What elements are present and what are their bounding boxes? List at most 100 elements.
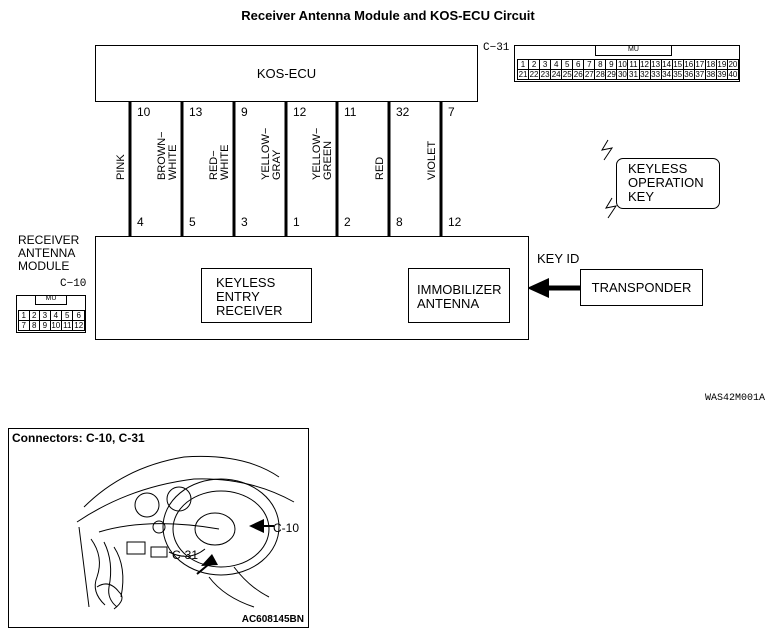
connector-pin: 1 xyxy=(516,59,530,70)
connector-pin: 13 xyxy=(649,59,662,70)
wire-top-pin: 32 xyxy=(396,105,410,119)
connector-pin: 1 xyxy=(18,310,30,321)
wire-top-pin: 13 xyxy=(189,105,203,119)
connector-pin: 27 xyxy=(583,69,596,80)
connector-pin: 25 xyxy=(561,69,574,80)
wire-color-label: VIOLET xyxy=(426,140,438,180)
connector-pin: 4 xyxy=(49,310,63,321)
connector-pin: 10 xyxy=(616,59,629,70)
transponder-label: TRANSPONDER xyxy=(591,280,692,295)
connector-pin: 2 xyxy=(528,59,541,70)
connector-pin: 19 xyxy=(715,59,728,70)
wire-top-pin: 11 xyxy=(344,105,357,119)
connectors-panel-title: Connectors: C-10, C-31 xyxy=(12,431,145,445)
connector-pin: 40 xyxy=(726,69,740,80)
connector-pin: 14 xyxy=(660,59,673,70)
connector-pin: 16 xyxy=(682,59,695,70)
connector-pin: 33 xyxy=(649,69,662,80)
connector-pin: 3 xyxy=(39,310,51,321)
connector-c31-id: C−31 xyxy=(483,42,510,54)
connector-pin: 23 xyxy=(539,69,552,80)
connector-pin: 26 xyxy=(572,69,585,80)
connector-pin: 22 xyxy=(528,69,541,80)
wire-bottom-pin: 4 xyxy=(137,215,144,229)
wire-color-label: RED xyxy=(374,156,386,180)
connector-pin: 2 xyxy=(28,310,41,321)
key-id-label: KEY ID xyxy=(537,251,580,266)
callout-c31: C-31 xyxy=(172,548,199,562)
wire-top-pin: 12 xyxy=(293,105,307,119)
wire-color-label: RED− WHITE xyxy=(208,144,231,180)
transponder-box: TRANSPONDER xyxy=(580,269,703,306)
arrow-left-icon xyxy=(527,278,549,298)
connector-pin: 9 xyxy=(39,320,51,331)
wire-bottom-pin: 2 xyxy=(344,215,351,229)
wire-color-label: PINK xyxy=(115,154,127,180)
dashboard-illustration xyxy=(76,455,295,610)
wire-bottom-pin: 12 xyxy=(448,215,462,229)
connector-pin: 8 xyxy=(28,320,41,331)
connector-pin: 5 xyxy=(561,59,574,70)
wire-top-pin: 9 xyxy=(241,105,248,119)
connector-pin: 7 xyxy=(18,320,30,331)
connectors-location-panel: Connectors: C-10, C-31 xyxy=(8,428,309,628)
connector-c10-id: C−10 xyxy=(60,278,87,290)
diagram-reference: WAS42M001A xyxy=(705,393,766,404)
connector-c31-tag: MU xyxy=(595,45,672,56)
arrow-c31-icon xyxy=(201,554,218,566)
connector-pin: 9 xyxy=(605,59,618,70)
connector-pin: 8 xyxy=(594,59,607,70)
connector-pin: 37 xyxy=(693,69,706,80)
kos-ecu-label: KOS-ECU xyxy=(256,66,317,81)
connector-pin: 35 xyxy=(671,69,684,80)
wire-color-label: YELLOW− GREEN xyxy=(311,127,334,180)
connector-pin: 38 xyxy=(704,69,717,80)
connector-pin: 28 xyxy=(594,69,607,80)
immobilizer-antenna-box: IMMOBILIZER ANTENNA xyxy=(408,268,510,323)
connector-pin: 5 xyxy=(61,310,74,321)
connector-pin: 11 xyxy=(61,320,74,331)
connector-pin: 4 xyxy=(550,59,563,70)
connector-pin: 21 xyxy=(516,69,530,80)
signal-bolt-icon xyxy=(600,139,614,161)
connector-pin: 7 xyxy=(583,59,596,70)
keyless-entry-receiver-box: KEYLESS ENTRY RECEIVER xyxy=(201,268,312,323)
wire-bottom-pin: 5 xyxy=(189,215,196,229)
connector-pin: 30 xyxy=(616,69,629,80)
connector-pin: 10 xyxy=(49,320,63,331)
arrow-c10-icon xyxy=(249,519,264,533)
connector-pin: 11 xyxy=(627,59,640,70)
panel-image-reference: AC608145BN xyxy=(241,614,304,625)
connector-pin: 6 xyxy=(572,59,585,70)
connector-pin: 32 xyxy=(638,69,651,80)
connector-pin: 34 xyxy=(660,69,673,80)
connector-pin: 20 xyxy=(726,59,740,70)
wire-bottom-pin: 1 xyxy=(293,215,300,229)
connector-pin: 15 xyxy=(671,59,684,70)
receiver-antenna-module-label: RECEIVER ANTENNA MODULE xyxy=(18,233,80,273)
wire-color-label: BROWN− WHITE xyxy=(156,131,179,180)
connector-pin: 29 xyxy=(605,69,618,80)
wire-top-pin: 10 xyxy=(137,105,151,119)
signal-bolt-icon xyxy=(604,197,618,219)
callout-c10: C-10 xyxy=(273,521,300,535)
connector-pin: 18 xyxy=(704,59,717,70)
connector-pin: 17 xyxy=(693,59,706,70)
connector-pin: 12 xyxy=(72,320,85,331)
connector-pin: 6 xyxy=(72,310,85,321)
connector-pin: 31 xyxy=(627,69,640,80)
connector-pin: 3 xyxy=(539,59,552,70)
connector-pin: 12 xyxy=(638,59,651,70)
diagram-title: Receiver Antenna Module and KOS-ECU Circ… xyxy=(241,8,535,23)
wire-bottom-pin: 3 xyxy=(241,215,248,229)
keyless-operation-key-box: KEYLESS OPERATION KEY xyxy=(616,158,720,209)
connector-pin: 39 xyxy=(715,69,728,80)
wire-color-label: YELLOW− GRAY xyxy=(260,127,283,180)
connector-pin: 36 xyxy=(682,69,695,80)
connector-c10-tag: MU xyxy=(35,295,67,305)
kos-ecu-box: KOS-ECU xyxy=(95,45,478,102)
